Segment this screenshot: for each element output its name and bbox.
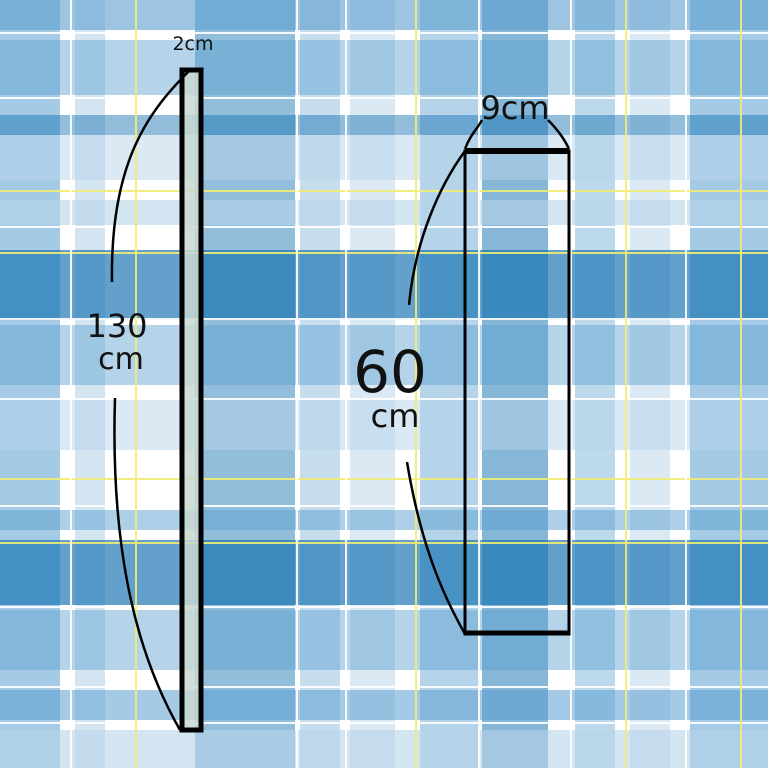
plaid-row-band	[0, 0, 768, 30]
plaid-row-thread	[0, 505, 768, 507]
plaid-row-thread	[0, 686, 768, 688]
plaid-column-band	[0, 0, 60, 768]
wide-rectangle-length-value: 60	[353, 338, 427, 406]
plaid-row-band	[0, 690, 768, 720]
plaid-row-thread	[0, 318, 768, 320]
plaid-row-thread	[0, 478, 768, 480]
plaid-row-thread	[0, 252, 768, 254]
plaid-column-thread	[70, 0, 72, 768]
plaid-row-thread	[0, 190, 768, 192]
plaid-column-thread	[685, 0, 687, 768]
plaid-column-thread	[570, 0, 572, 768]
plaid-row-thread	[0, 32, 768, 34]
plaid-row-band	[0, 200, 768, 225]
plaid-row-band	[0, 400, 768, 450]
wide-rectangle-width-label: 9cm	[480, 89, 549, 127]
wide-rectangle-body	[463, 149, 571, 636]
plaid-row-band	[0, 135, 768, 180]
plaid-row-band	[0, 40, 768, 95]
thin-strip-length-value: 130	[86, 307, 147, 345]
plaid-row-thread	[0, 226, 768, 228]
plaid-column-thread	[415, 0, 417, 768]
thin-strip: 2cm 130 cm	[86, 33, 214, 733]
plaid-column-band	[482, 0, 548, 768]
thin-strip-width-label: 2cm	[172, 33, 213, 55]
plaid-column-thread	[478, 0, 480, 768]
plaid-column-band	[575, 0, 615, 768]
plaid-row-band	[0, 325, 768, 385]
plaid-row-thread	[0, 542, 768, 544]
plaid-column-band	[300, 0, 340, 768]
plaid-column-band	[690, 0, 768, 768]
wide-rectangle-width-brace	[463, 119, 571, 150]
plaid-row-thread	[0, 398, 768, 400]
plaid-row-band	[0, 730, 768, 768]
plaid-row-band	[0, 250, 768, 320]
plaid-column-band	[195, 0, 295, 768]
plaid-column-thread	[740, 0, 742, 768]
plaid-row-band	[0, 540, 768, 605]
wide-rectangle-length-unit: cm	[371, 397, 420, 435]
plaid-row-thread	[0, 722, 768, 724]
plaid-column-thread	[296, 0, 298, 768]
wide-rectangle: 9cm 60 cm	[353, 89, 571, 636]
plaid-column-thread	[345, 0, 347, 768]
thin-strip-body	[179, 67, 204, 733]
plaid-row-thread	[0, 97, 768, 99]
plaid-row-thread	[0, 606, 768, 608]
plaid-row-band	[0, 610, 768, 670]
plaid-column-band	[420, 0, 480, 768]
plaid-column-band	[350, 0, 395, 768]
plaid-column-band	[75, 0, 105, 768]
thin-strip-length-brace	[110, 69, 191, 731]
plaid-column-thread	[135, 0, 137, 768]
plaid-column-thread	[625, 0, 627, 768]
wide-rectangle-length-brace	[405, 150, 467, 635]
plaid-column-band	[630, 0, 670, 768]
thin-strip-length-unit: cm	[98, 342, 144, 377]
